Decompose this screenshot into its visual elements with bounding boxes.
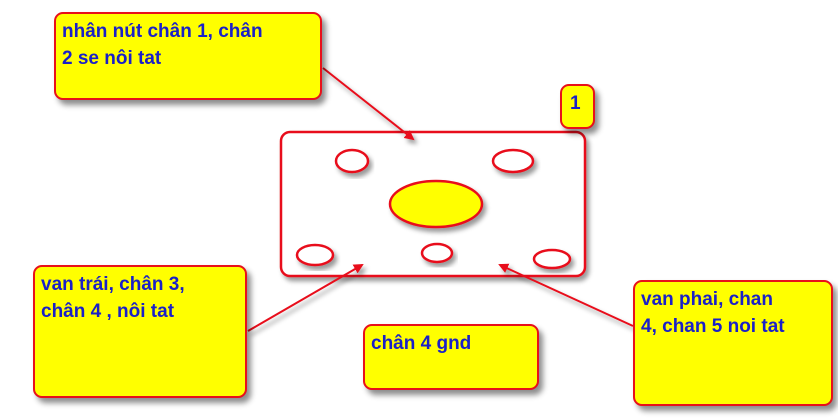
callout-right-valve-line-1: van phai, chan: [641, 289, 773, 310]
callout-push-button-line-2: 2 se nôi tat: [62, 48, 162, 69]
arrow-push-button: [322, 67, 415, 141]
callout-right-valve-line-2: 4, chan 5 noi tat: [641, 316, 785, 337]
callout-push-button: nhân nút chân 1, chân 2 se nôi tat: [54, 12, 322, 100]
arrow-right-valve: [498, 263, 634, 327]
hole-top-left: [334, 148, 370, 174]
callout-push-button-line-1: nhân nút chân 1, chân: [62, 21, 263, 42]
hole-top-right: [491, 148, 535, 174]
callout-gnd: chân 4 gnd: [363, 324, 539, 390]
pin-number-label: 1: [570, 93, 581, 114]
center-hole: [388, 179, 484, 229]
pin-number-badge: 1: [560, 84, 595, 129]
callout-left-valve-line-2: chân 4 , nôi tat: [41, 301, 175, 322]
arrow-left-valve: [247, 263, 364, 332]
callout-left-valve: van trái, chân 3, chân 4 , nôi tat: [33, 265, 247, 398]
callout-right-valve: van phai, chan 4, chan 5 noi tat: [633, 280, 833, 406]
callout-left-valve-line-1: van trái, chân 3,: [41, 274, 185, 295]
hole-bottom-right: [532, 248, 572, 270]
callout-gnd-line-1: chân 4 gnd: [371, 333, 472, 354]
hole-bottom-center: [420, 242, 454, 264]
hole-bottom-left: [295, 243, 335, 267]
